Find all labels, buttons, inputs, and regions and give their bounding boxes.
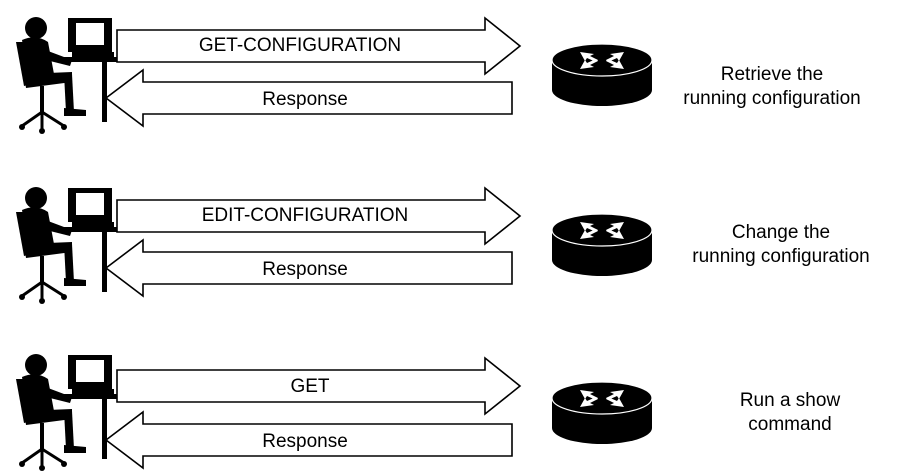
request-label: EDIT-CONFIGURATION [202,205,409,226]
row-get: GET Response Run a show command [14,352,841,473]
user-at-computer-icon [14,15,122,136]
row-edit-configuration: EDIT-CONFIGURATION Response Change the r… [14,185,870,306]
request-arrow [116,16,522,76]
response-label: Response [262,259,348,280]
request-arrow [116,186,522,246]
description-line-1: Change the [732,222,830,243]
description-line-1: Run a show [740,390,841,411]
response-arrow [104,238,513,298]
user-at-computer-icon [14,185,122,306]
request-arrow [116,356,522,416]
row-get-configuration: GET-CONFIGURATION Response Retrieve the … [14,15,861,136]
request-label: GET-CONFIGURATION [199,35,401,56]
description-line-2: command [748,414,831,435]
description-line-2: running configuration [692,246,869,267]
response-label: Response [262,89,348,110]
user-at-computer-icon [14,352,122,473]
response-arrow [104,68,513,128]
router-icon [551,213,653,277]
description-line-1: Retrieve the [721,64,823,85]
response-arrow [104,410,513,470]
description-line-2: running configuration [683,88,860,109]
response-label: Response [262,431,348,452]
router-icon [551,43,653,107]
request-label: GET [290,376,329,397]
router-icon [551,381,653,445]
